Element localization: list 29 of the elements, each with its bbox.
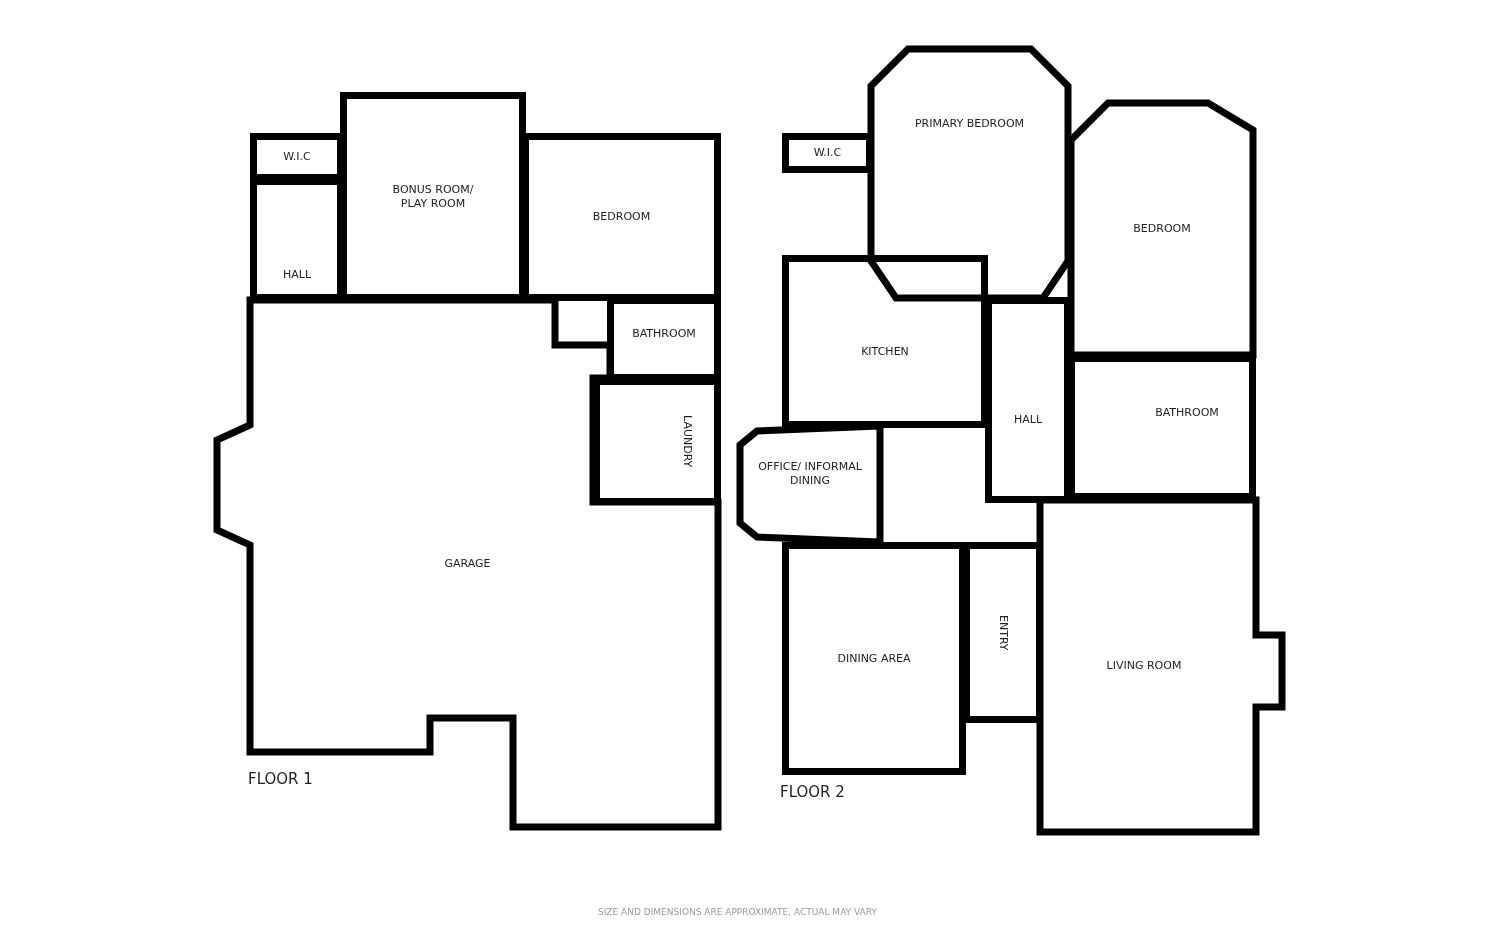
room-label: BATHROOM	[632, 327, 696, 341]
room-label: BONUS ROOM/ PLAY ROOM	[391, 182, 475, 211]
room-outline	[868, 46, 1071, 301]
room-label: KITCHEN	[861, 344, 909, 359]
floor-label: FLOOR 1	[248, 770, 313, 788]
room-label: BEDROOM	[1133, 222, 1191, 236]
room-label: DINING AREA	[837, 651, 911, 666]
room-outline	[737, 423, 883, 545]
room-label: PRIMARY BEDROOM	[914, 116, 1025, 131]
floor-label: FLOOR 2	[780, 783, 845, 801]
room-outline	[1068, 355, 1256, 500]
room-label: BEDROOM	[592, 210, 651, 224]
room-label: HALL	[282, 267, 312, 282]
room-outline	[782, 542, 966, 775]
room-label: BATHROOM	[1155, 405, 1219, 420]
room-label: OFFICE/ INFORMAL DINING	[757, 460, 863, 488]
room-outline	[214, 297, 721, 830]
disclaimer-note: SIZE AND DIMENSIONS ARE APPROXIMATE, ACTUAL MAY VARY	[598, 907, 877, 917]
room-label: HALL	[1013, 413, 1043, 427]
room-label: LIVING ROOM	[1106, 659, 1182, 673]
room-outline	[1037, 497, 1285, 835]
room-outline	[782, 255, 988, 428]
room-label: GARAGE	[444, 556, 491, 571]
room-label: W.I.C	[813, 146, 842, 160]
room-outline	[985, 297, 1071, 503]
room-outline	[1068, 100, 1256, 358]
room-label: W.I.C	[283, 150, 311, 164]
room-label: ENTRY	[996, 614, 1010, 651]
room-label: LAUNDRY	[680, 415, 694, 468]
